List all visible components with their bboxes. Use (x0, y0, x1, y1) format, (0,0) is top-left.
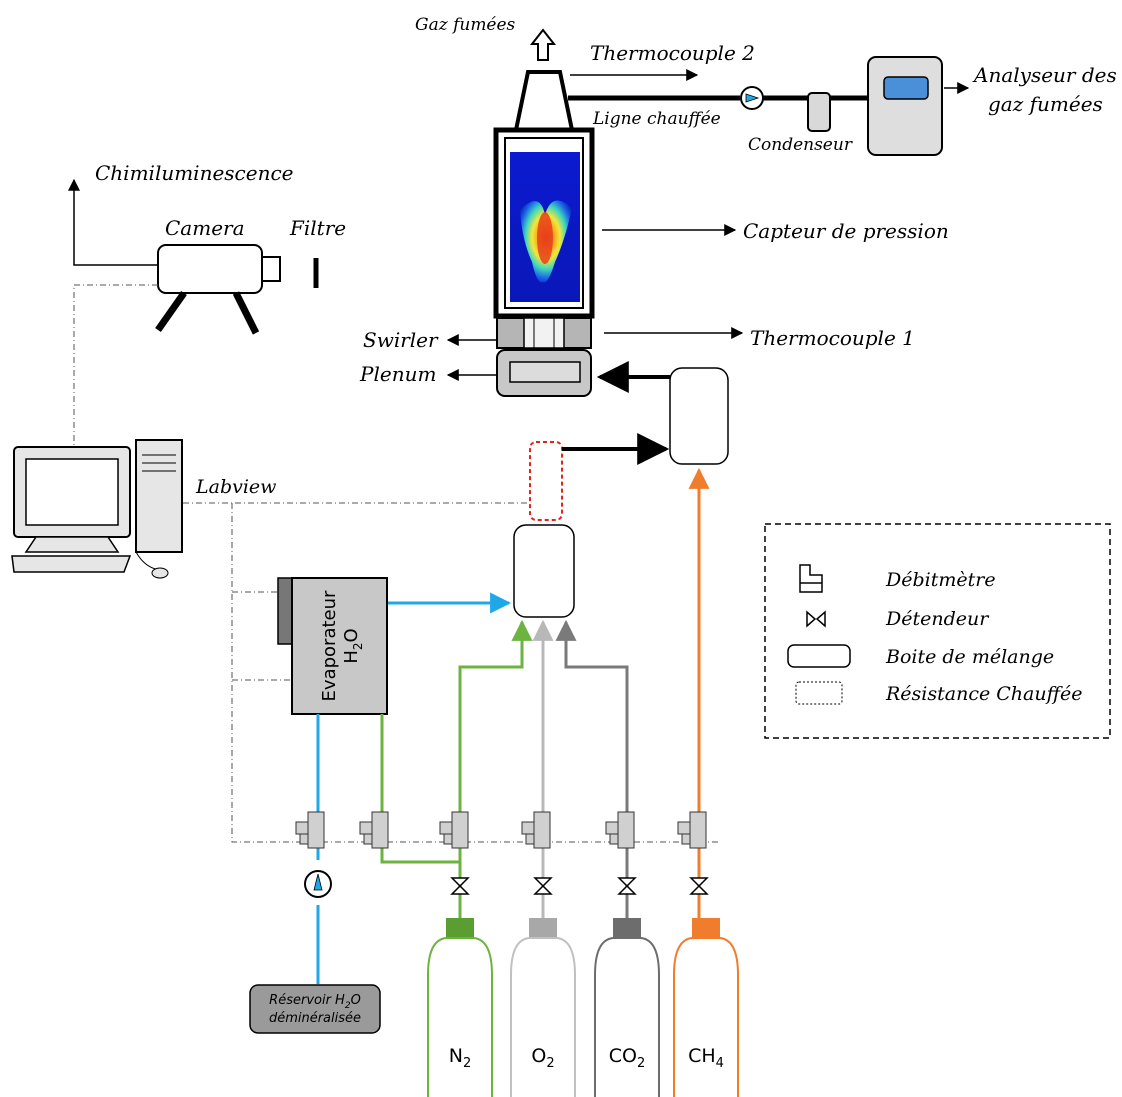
bottle-label-sub: 4 (716, 1056, 724, 1071)
label-reservoir-b: O (351, 993, 361, 1008)
label-evaporateur: Evaporateur (319, 590, 340, 701)
condenser (807, 92, 831, 132)
label-filtre: Filtre (289, 216, 346, 240)
pressure-reducer-icon (450, 877, 470, 895)
label-thermocouple-2: Thermocouple 2 (590, 41, 755, 65)
bottle-label: CO2 (609, 1045, 646, 1071)
computer-icon (11, 439, 183, 579)
flowmeter-icon (439, 811, 469, 849)
bottle-label-main: CH (688, 1045, 716, 1067)
bottle-label-main: CO (609, 1045, 637, 1067)
bottle-label-sub: 2 (637, 1056, 645, 1071)
bottle-label: CH4 (688, 1045, 724, 1071)
label-gaz-fumees: Gaz fumées (415, 15, 516, 35)
bottle-label-main: N (449, 1045, 463, 1067)
control-lines (73, 284, 720, 843)
bottle-body (673, 937, 739, 1097)
mixing-box-bottom (513, 524, 575, 618)
gas-bottle: O2 (510, 918, 576, 1097)
exhaust-cone (513, 70, 575, 132)
heated-resistance (529, 441, 563, 521)
flowmeter-icon (605, 811, 635, 849)
mixing-box-icon (787, 644, 851, 668)
mixing-box-top (669, 367, 729, 465)
pressure-reducers (450, 877, 709, 895)
bottle-body (427, 937, 493, 1097)
pressure-reducer-icon (806, 610, 826, 628)
label-reservoir-1: Réservoir H2O (269, 993, 361, 1011)
label-reservoir-sub: 2 (345, 1001, 351, 1011)
bottle-cap (446, 918, 474, 938)
gas-analyser (867, 56, 943, 156)
label-swirler: Swirler (363, 328, 439, 352)
legend-debitmetre: Débitmètre (885, 569, 996, 591)
bottle-body (510, 937, 576, 1097)
bottle-label-sub: 2 (463, 1056, 471, 1071)
label-reservoir-2: déminéralisée (269, 1011, 361, 1026)
flowmeter-icon (677, 811, 707, 849)
label-condenseur: Condenseur (748, 135, 853, 155)
label-evaporateur-o: O (341, 628, 362, 642)
combustion-chamber (493, 28, 595, 397)
label-analyseur-1: Analyseur des (972, 63, 1117, 87)
label-evaporateur-sub: 2 (351, 642, 365, 650)
label-plenum: Plenum (359, 362, 436, 386)
bottle-label-sub: 2 (546, 1056, 554, 1071)
label-thermocouple-1: Thermocouple 1 (750, 326, 915, 350)
bottle-cap (692, 918, 720, 938)
label-analyseur-2: gaz fumées (988, 92, 1103, 116)
label-evaporateur-h2o: H2O (341, 628, 365, 663)
flowmeter-icon (359, 811, 389, 849)
legend (764, 523, 1111, 739)
legend-detendeur: Détendeur (885, 608, 990, 630)
flowmeters (295, 811, 707, 849)
label-ligne-chauffee: Ligne chauffée (592, 109, 721, 129)
legend-resistance: Résistance Chauffée (885, 683, 1083, 705)
flowmeter-icon (799, 564, 823, 593)
pressure-reducer-icon (533, 877, 553, 895)
flowmeter-icon (295, 811, 325, 849)
pressure-reducer-icon (617, 877, 637, 895)
label-reservoir-a: Réservoir H (269, 993, 345, 1008)
evaporator (277, 577, 388, 715)
pressure-reducer-icon (689, 877, 709, 895)
bottle-label-main: O (531, 1045, 546, 1067)
gas-bottle: N2 (427, 918, 493, 1097)
heated-resistance-icon (795, 681, 843, 705)
exhaust-arrow-icon (529, 28, 557, 61)
water-reservoir (249, 984, 381, 1034)
label-evaporateur-h: H (341, 650, 362, 664)
bottle-label: N2 (449, 1045, 472, 1071)
camera (68, 178, 319, 335)
bottle-label: O2 (531, 1045, 554, 1071)
label-labview: Labview (195, 476, 276, 498)
flowmeter-icon (521, 811, 551, 849)
bottle-cap (613, 918, 641, 938)
gas-bottle: CO2 (594, 918, 660, 1097)
label-capteur-pression: Capteur de pression (743, 219, 949, 243)
label-chimiluminescence: Chimiluminescence (95, 161, 294, 185)
gas-bottle: CH4 (673, 918, 739, 1097)
bottle-cap (529, 918, 557, 938)
bottle-body (594, 937, 660, 1097)
label-camera: Camera (165, 216, 245, 240)
exhaust-analysis-line (568, 56, 970, 156)
legend-boite-melange: Boite de mélange (885, 646, 1054, 668)
